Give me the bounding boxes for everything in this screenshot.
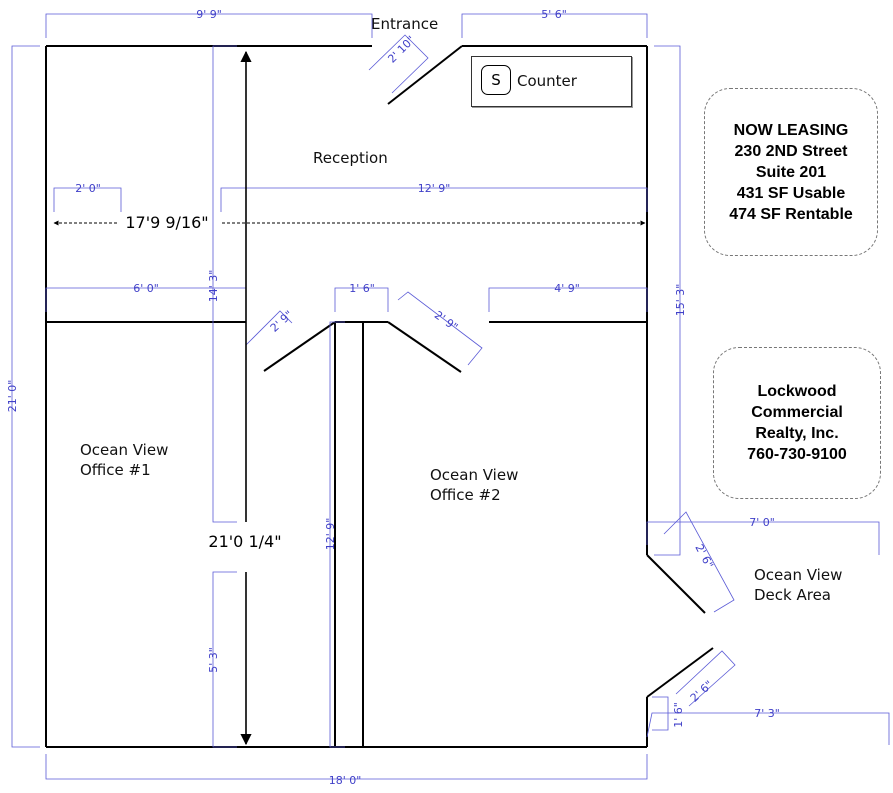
dim-vertical-lower: 5' 3" [207, 647, 220, 673]
counter-key: S [481, 65, 511, 95]
dim-bottom-total: 18' 0" [329, 774, 362, 787]
leasing-suite: Suite 201 [755, 163, 827, 181]
realty-name-line3: Realty, Inc. [755, 425, 839, 442]
office2-label-line1: Ocean View [430, 466, 518, 484]
deck-door-upper [646, 554, 706, 614]
dim-hall: 1' 6" [349, 282, 375, 295]
dim-reception-left: 2' 0" [75, 182, 101, 195]
counter-label: Counter [517, 72, 577, 90]
deck-label-line1: Ocean View [754, 566, 842, 584]
realty-name-line2: Commercial [751, 404, 843, 421]
dim-office2-door: 2' 9" [432, 308, 460, 334]
realty-name-line1: Lockwood [757, 383, 837, 400]
leasing-rentable: 474 SF Rentable [729, 205, 853, 223]
realty-phone: 760-730-9100 [747, 446, 847, 463]
dim-office1-door: 2' 9" [268, 308, 296, 335]
dim-reception-right: 12' 9" [418, 182, 451, 195]
dim-deck-door-top: 2' 6" [692, 542, 715, 571]
dim-reception-width: 17'9 9/16" [125, 213, 208, 232]
dimension-labels: 9' 9" 5' 6" 2' 10" 2' 0" 12' 9" 6' 0" 2'… [6, 8, 780, 787]
dim-top-right: 5' 6" [541, 8, 567, 21]
dim-deck-bottom: 7' 3" [754, 707, 780, 720]
deck-door-lower [646, 647, 714, 698]
office2-door [387, 321, 462, 373]
leasing-card: NOW LEASING 230 2ND Street Suite 201 431… [704, 88, 878, 256]
dim-top-left: 9' 9" [196, 8, 222, 21]
office2-label-line2: Office #2 [430, 486, 501, 504]
dim-office2-top: 4' 9" [554, 282, 580, 295]
room-labels: Entrance Reception Ocean View Office #1 … [80, 15, 842, 604]
measurement-arrows [53, 50, 646, 746]
dim-vertical-upper: 14' 3" [207, 270, 220, 303]
dim-deck-small: 1' 6" [672, 702, 685, 728]
dim-left-total: 21' 0" [6, 380, 19, 413]
leasing-headline: NOW LEASING [733, 121, 849, 139]
office1-door [263, 321, 336, 372]
dim-deck-top: 7' 0" [749, 516, 775, 529]
entrance-label: Entrance [371, 15, 438, 33]
dim-right-upper: 15' 3" [674, 284, 687, 317]
leasing-usable: 431 SF Usable [736, 184, 846, 202]
leasing-address: 230 2ND Street [734, 142, 848, 160]
dim-overall-height: 21'0 1/4" [208, 532, 281, 551]
counter: S Counter [471, 56, 632, 107]
office1-label-line2: Office #1 [80, 461, 151, 479]
deck-label-line2: Deck Area [754, 586, 831, 604]
office1-label-line1: Ocean View [80, 441, 168, 459]
dim-office1-top: 6' 0" [133, 282, 159, 295]
reception-label: Reception [313, 149, 388, 167]
dim-hall-height: 12' 9" [324, 518, 337, 551]
realty-card: Lockwood Commercial Realty, Inc. 760-730… [713, 347, 881, 499]
dim-deck-door-bottom: 2' 6" [688, 678, 716, 705]
entrance-door [387, 45, 463, 105]
